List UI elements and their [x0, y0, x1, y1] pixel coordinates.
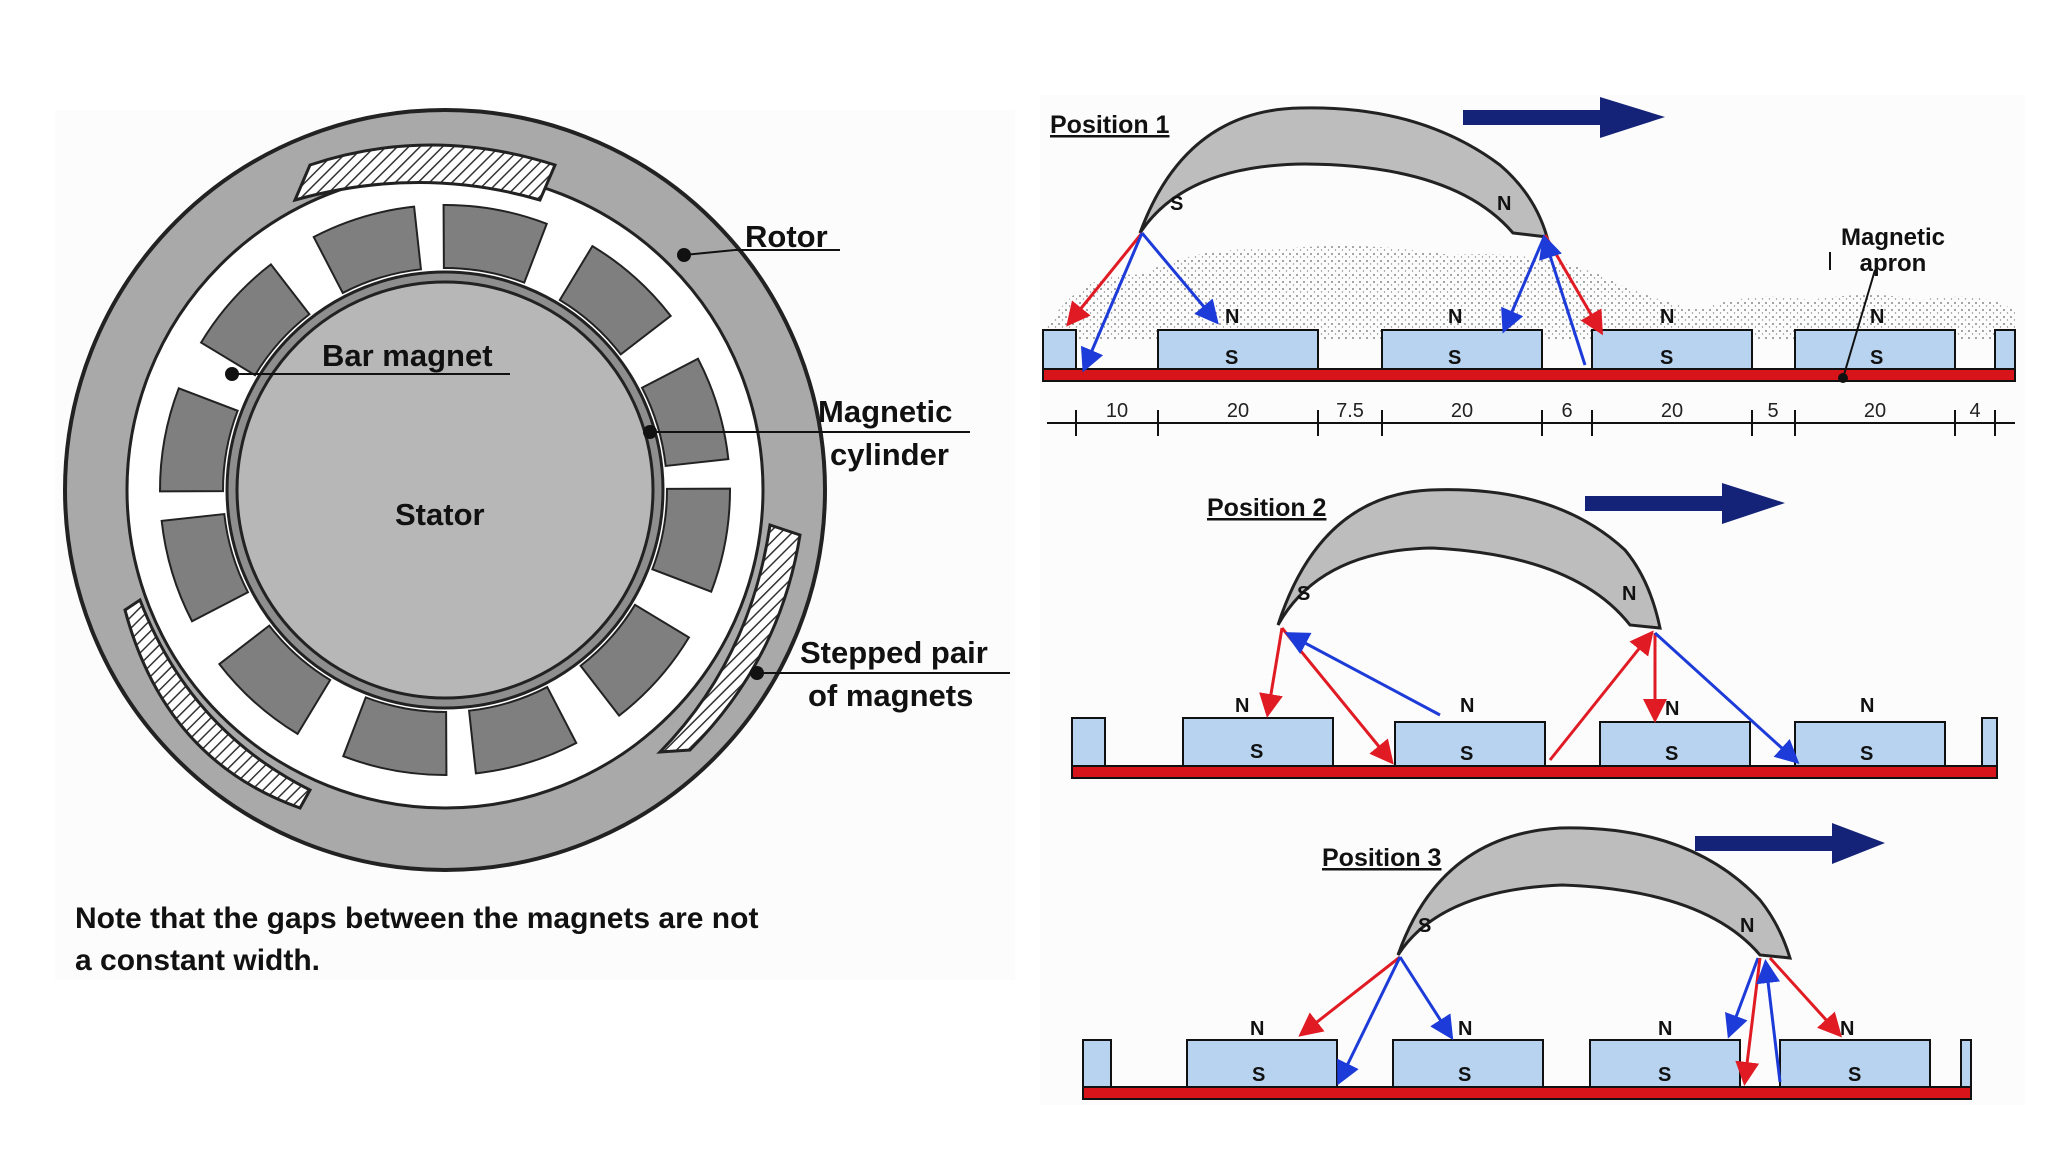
pole-s-1: S — [1252, 1064, 1265, 1086]
field-lines-1 — [1066, 232, 1604, 373]
label-stator: Stator — [395, 497, 485, 532]
pole-n-4: N — [1870, 306, 1884, 328]
iron-apron-base — [1071, 765, 1998, 779]
pole-n-3: N — [1665, 698, 1679, 720]
position-3-panel: Position 3 — [1082, 823, 1972, 1100]
pole-s-3: S — [1665, 743, 1678, 765]
label-cylinder: cylinder — [830, 437, 949, 472]
stator — [235, 280, 655, 700]
label-rotor: Rotor — [745, 219, 828, 254]
label-bar-magnet: Bar magnet — [322, 338, 493, 373]
field-lines-3 — [1298, 955, 1843, 1086]
arc-magnet — [1396, 826, 1793, 960]
position-3-title: Position 3 — [1322, 844, 1441, 872]
field-lines-2 — [1259, 627, 1800, 765]
bar-magnet — [312, 205, 423, 295]
linear-motor-diagram: Position 1 — [1040, 95, 2025, 1105]
pole-s-4: S — [1848, 1064, 1861, 1086]
track-magnets-2 — [1071, 717, 1998, 767]
stepped-magnet-top — [292, 143, 558, 203]
bar-magnet — [640, 357, 730, 468]
pole-n-2: N — [1448, 306, 1462, 328]
leader-dots — [225, 248, 764, 680]
dimension-label: 20 — [1661, 400, 1683, 422]
bar-magnet — [160, 512, 250, 623]
pole-s-4: S — [1860, 743, 1873, 765]
pole-s-1: S — [1250, 741, 1263, 763]
label-magnetic: Magnetic — [818, 394, 952, 429]
track-magnets-3 — [1082, 1039, 1972, 1088]
bar-magnets — [159, 204, 731, 776]
pole-s-2: S — [1458, 1064, 1471, 1086]
apron-leader-dot — [1838, 373, 1848, 383]
bar-magnet — [442, 204, 549, 284]
direction-arrow-2 — [1585, 483, 1785, 524]
note-line-1: Note that the gaps between the magnets a… — [75, 902, 758, 935]
pole-n-1: N — [1250, 1018, 1264, 1040]
dimension-label: 20 — [1864, 400, 1886, 422]
stepped-magnet-lower-left — [123, 597, 313, 810]
rotary-motor-diagram: Rotor Bar magnet Magnetic cylinder Stato… — [55, 108, 1015, 980]
dimension-label: 5 — [1767, 400, 1778, 422]
direction-arrow-3 — [1695, 823, 1885, 864]
bar-magnet — [651, 487, 731, 594]
pole-n-4: N — [1840, 1018, 1854, 1040]
label-magnetic-apron-2: apron — [1860, 250, 1927, 277]
position-2-panel: Position 2 — [1071, 483, 1998, 779]
pole-n-1: N — [1225, 306, 1239, 328]
pole-n-3: N — [1660, 306, 1674, 328]
position-2-title: Position 2 — [1207, 494, 1326, 522]
dimension-line: 10 20 7.5 20 6 20 5 20 4 — [1047, 400, 2015, 436]
note-line-2: a constant width. — [75, 944, 320, 977]
pole-n-2: N — [1458, 1018, 1472, 1040]
pole-s-2: S — [1448, 347, 1461, 369]
iron-apron-base — [1082, 1086, 1972, 1100]
pole-s-3: S — [1660, 347, 1673, 369]
bar-magnet — [341, 696, 448, 776]
dimension-label: 4 — [1969, 400, 1980, 422]
apron-leader-line — [1842, 269, 1876, 379]
magnetic-apron-field — [1045, 246, 2015, 340]
bar-magnet — [467, 685, 578, 775]
pole-s-4: S — [1870, 347, 1883, 369]
pole-s-2: S — [1460, 743, 1473, 765]
dimension-label: 20 — [1451, 400, 1473, 422]
stepped-magnet-right — [656, 523, 802, 754]
position-1-panel: Position 1 — [1042, 97, 2016, 436]
leader-lines — [232, 249, 1010, 674]
label-stepped-pair: Stepped pair — [800, 635, 988, 670]
pole-s-arc: S — [1170, 193, 1183, 215]
bar-magnet — [579, 603, 691, 718]
pole-s-3: S — [1658, 1064, 1671, 1086]
pole-n-2: N — [1460, 695, 1474, 717]
pole-n-arc: N — [1740, 915, 1754, 937]
label-magnetic-apron-1: Magnetic — [1841, 224, 1945, 251]
dimension-label: 6 — [1561, 400, 1572, 422]
pole-n-arc: N — [1622, 583, 1636, 605]
pole-n-arc: N — [1497, 193, 1511, 215]
dimension-label: 10 — [1106, 400, 1128, 422]
stepped-magnets — [123, 143, 802, 810]
arc-magnet — [1138, 106, 1550, 239]
pole-n-1: N — [1235, 695, 1249, 717]
pole-n-4: N — [1860, 695, 1874, 717]
arc-magnet — [1276, 488, 1662, 630]
label-of-magnets: of magnets — [808, 678, 973, 713]
pole-n-3: N — [1658, 1018, 1672, 1040]
dimension-label: 7.5 — [1336, 400, 1364, 422]
bar-magnet — [199, 262, 311, 377]
pole-s-1: S — [1225, 347, 1238, 369]
pole-s-arc: S — [1418, 915, 1431, 937]
iron-apron-base — [1042, 368, 2016, 382]
bar-magnet — [558, 244, 673, 356]
track-magnets-1 — [1042, 329, 2016, 370]
position-1-title: Position 1 — [1050, 111, 1170, 139]
dimension-label: 20 — [1227, 400, 1249, 422]
direction-arrow-1 — [1463, 97, 1665, 138]
pole-s-arc: S — [1297, 583, 1310, 605]
bar-magnet — [159, 386, 239, 493]
bar-magnet — [217, 624, 332, 736]
